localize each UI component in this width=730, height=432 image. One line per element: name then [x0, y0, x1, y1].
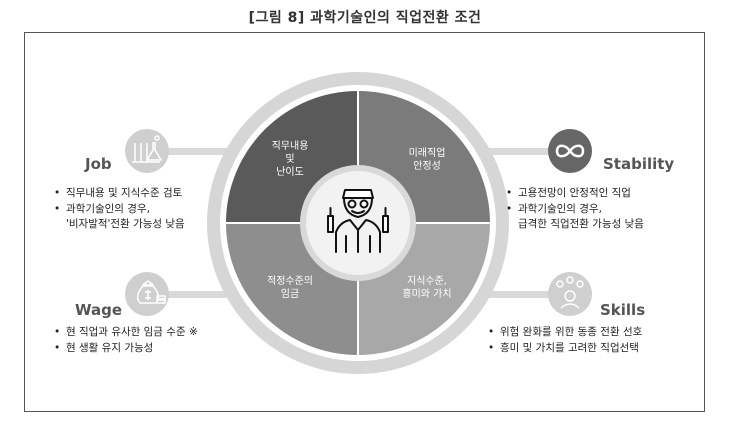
list-item: 과학기술인의 경우, [54, 202, 185, 218]
money-bag-icon [136, 280, 166, 304]
segment-line: 및 [285, 154, 295, 165]
skills-icon-circle [548, 272, 592, 316]
segment-line: 미래직업 [408, 148, 446, 159]
segment-label-knowledge: 지식수준, 흥미와 가치 [387, 275, 467, 301]
people-network-icon [556, 276, 584, 309]
figure-title: [그림 8] 과학기술인의 직업전환 조건 [248, 10, 482, 26]
list-item: 위험 완화를 위한 동종 전환 선호 [488, 325, 642, 341]
list-item: 현 생활 유지 가능성 [54, 341, 198, 357]
wage-icon-circle [125, 272, 169, 316]
segment-line: 흥미와 가치 [402, 289, 452, 300]
list-item: 흥미 및 가치를 고려한 직업선택 [488, 341, 642, 357]
connector-left-top [168, 148, 234, 155]
segment-line: 안정성 [413, 161, 441, 172]
center-disc [306, 171, 410, 275]
connector-left-bottom [168, 291, 234, 298]
list-item: 현 직업과 유사한 임금 수준 ※ [54, 325, 198, 341]
infinity-icon [555, 144, 585, 158]
stability-title: Stability [603, 155, 675, 173]
wage-bullets: 현 직업과 유사한 임금 수준 ※ 현 생활 유지 가능성 [54, 325, 198, 356]
segment-line: 임금 [280, 289, 300, 300]
wage-title: Wage [75, 301, 123, 319]
connector-right-top [486, 148, 552, 155]
list-item: 직무내용 및 지식수준 검토 [54, 186, 185, 202]
scientist-icon [327, 189, 389, 253]
connector-right-bottom [486, 291, 552, 298]
segment-label-wage: 적정수준의 임금 [250, 275, 330, 301]
job-bullets: 직무내용 및 지식수준 검토 과학기술인의 경우, '비자발적'전환 가능성 낮… [54, 186, 185, 233]
list-item: 고용전망이 안정적인 직업 [506, 186, 644, 202]
list-item-continuation: '비자발적'전환 가능성 낮음 [66, 218, 185, 230]
skills-bullets: 위험 완화를 위한 동종 전환 선호 흥미 및 가치를 고려한 직업선택 [488, 325, 642, 356]
segment-line: 난이도 [276, 167, 304, 178]
lab-flasks-icon [132, 135, 162, 163]
skills-title: Skills [600, 301, 646, 319]
list-item: 과학기술인의 경우, [506, 202, 644, 218]
segment-label-future-stability: 미래직업 안정성 [387, 147, 467, 173]
segment-line: 지식수준, [407, 276, 447, 287]
stability-bullets: 고용전망이 안정적인 직업 과학기술인의 경우, 급격한 직업전환 가능성 낮음 [506, 186, 644, 233]
list-item-continuation: 급격한 직업전환 가능성 낮음 [518, 218, 644, 230]
segment-line: 적정수준의 [267, 276, 313, 287]
segment-label-job-content: 직무내용 및 난이도 [250, 140, 330, 179]
segment-line: 직무내용 [271, 141, 309, 152]
job-title: Job [85, 155, 112, 173]
